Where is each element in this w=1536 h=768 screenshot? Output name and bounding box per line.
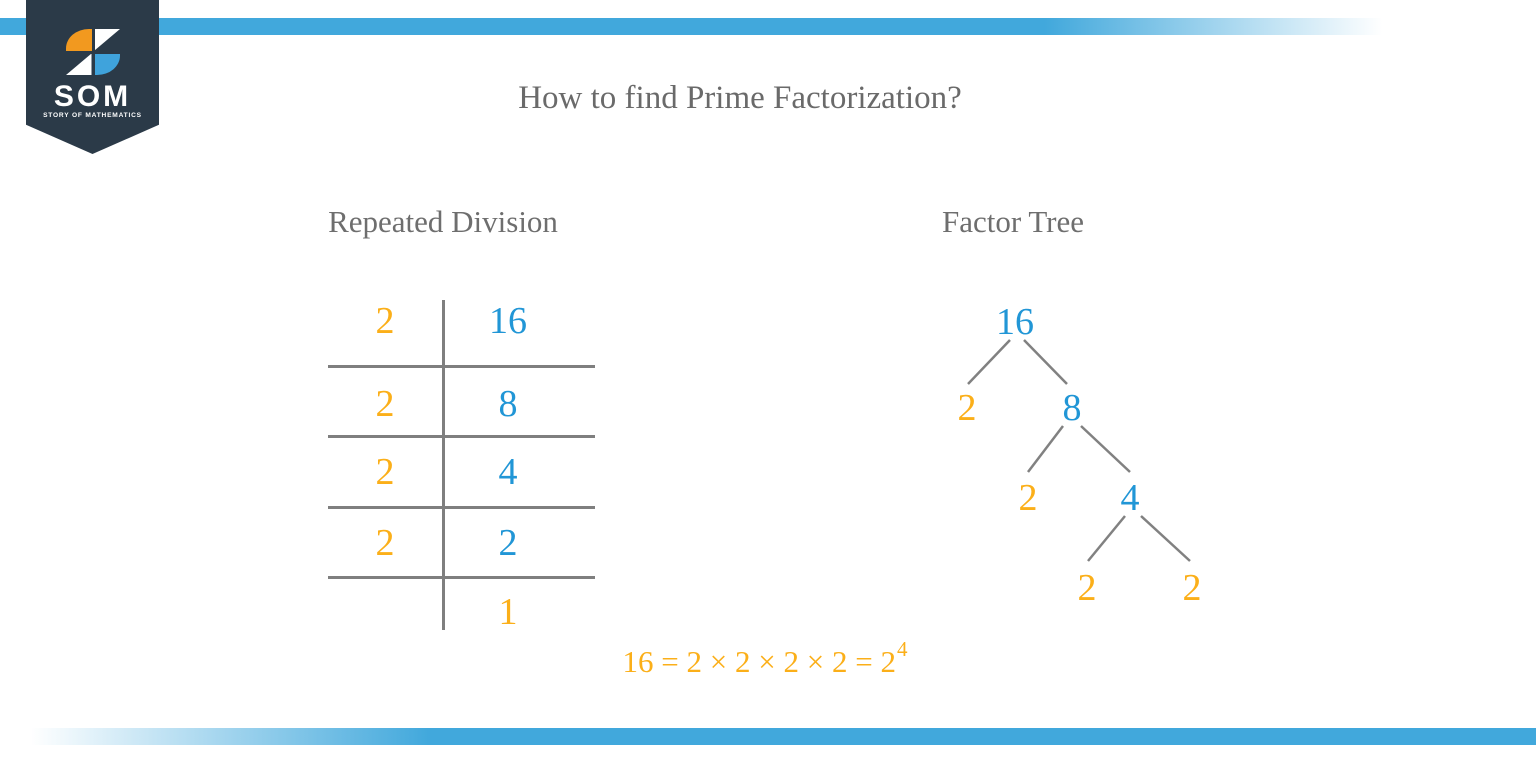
tree-node-2: 2 [1182,567,1202,609]
pinwheel-blue-quarter-icon [94,53,120,75]
division-quotient: 4 [498,451,518,493]
division-quotient: 16 [489,300,527,342]
heading-repeated-division: Repeated Division [328,204,558,239]
equation-text: 16 = 2 × 2 × 2 × 2 = 2 [622,644,896,679]
pinwheel-orange-quarter-icon [66,29,92,51]
heading-factor-tree: Factor Tree [941,204,1085,239]
division-quotient: 8 [498,383,518,425]
som-pinwheel-icon [66,29,120,75]
division-divisor: 2 [375,300,395,342]
division-divisor: 2 [375,522,395,564]
tree-node-4: 4 [1120,477,1140,519]
division-horizontal-line [328,506,595,509]
tree-node-8: 8 [1062,387,1082,429]
top-accent-stripe [0,18,1536,35]
division-horizontal-line [328,576,595,579]
brand-name: SOM [53,80,132,113]
tree-node-2: 2 [1077,567,1097,609]
division-divisor: 2 [375,451,395,493]
pinwheel-white-triangle-top-icon [94,29,120,51]
equation-exponent: 4 [896,637,908,661]
division-vertical-line [442,300,445,630]
pinwheel-white-triangle-bottom-icon [66,53,92,75]
tree-node-2: 2 [957,387,977,429]
brand-tagline: STORY OF MATHEMATICS [43,112,142,119]
tree-node-16: 16 [996,301,1034,343]
division-final-quotient: 1 [498,591,518,633]
division-quotient: 2 [498,522,518,564]
prime-factorization-equation: 16 = 2 × 2 × 2 × 2 = 24 [560,637,970,680]
som-logo-banner: SOM STORY OF MATHEMATICS [26,0,159,154]
bottom-accent-stripe [0,728,1536,745]
division-divisor: 2 [375,383,395,425]
page-title: How to find Prime Factorization? [518,80,962,116]
tree-node-2: 2 [1018,477,1038,519]
division-horizontal-line [328,365,595,368]
division-horizontal-line [328,435,595,438]
